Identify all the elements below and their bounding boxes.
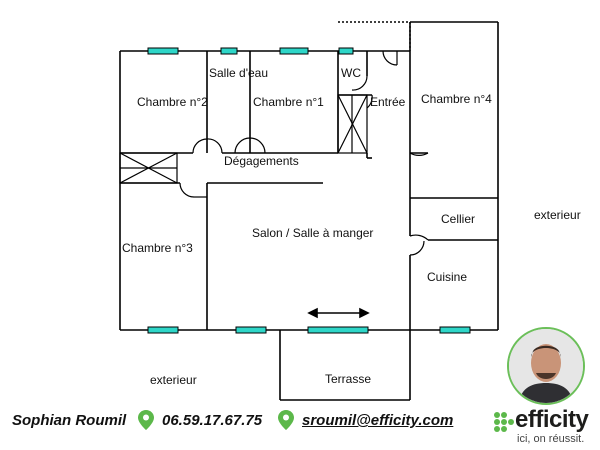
brand-name: efficity xyxy=(515,406,589,433)
exterior-label-left: exterieur xyxy=(150,373,197,387)
location-pin-icon xyxy=(138,410,154,430)
walls xyxy=(119,21,499,401)
windows xyxy=(147,47,471,334)
agent-footer: Sophian Roumil 06.59.17.67.75 sroumil@ef… xyxy=(0,404,600,444)
room-label-chambre2: Chambre n°2 xyxy=(137,95,208,109)
room-label-chambre3: Chambre n°3 xyxy=(122,241,193,255)
room-label-terrasse: Terrasse xyxy=(325,372,371,386)
room-label-entree: Entrée xyxy=(370,95,406,109)
exterior-label-right: exterieur xyxy=(534,208,581,222)
agent-email-link[interactable]: sroumil@efficity.com xyxy=(302,412,454,429)
agent-phone[interactable]: 06.59.17.67.75 xyxy=(162,412,263,429)
room-label-degagements: Dégagements xyxy=(224,154,299,168)
agent-name: Sophian Roumil xyxy=(12,412,127,429)
efficity-dots-icon xyxy=(494,412,514,432)
efficity-logo: efficity ici, on réussit. xyxy=(493,406,598,450)
room-label-salle-eau: Salle d'eau xyxy=(209,66,268,80)
brand-tagline: ici, on réussit. xyxy=(517,433,585,445)
door-swings xyxy=(179,50,429,256)
avatar-portrait-icon xyxy=(509,329,583,403)
sliding-door-arrow xyxy=(307,307,370,319)
room-label-chambre4: Chambre n°4 xyxy=(421,92,492,106)
closets xyxy=(119,94,368,184)
room-label-chambre1: Chambre n°1 xyxy=(253,95,324,109)
room-label-salon: Salon / Salle à manger xyxy=(252,226,373,240)
room-label-wc: WC xyxy=(341,66,361,80)
room-label-cellier: Cellier xyxy=(441,212,475,226)
room-label-cuisine: Cuisine xyxy=(427,270,467,284)
agent-avatar xyxy=(507,327,585,405)
location-pin-icon xyxy=(278,410,294,430)
